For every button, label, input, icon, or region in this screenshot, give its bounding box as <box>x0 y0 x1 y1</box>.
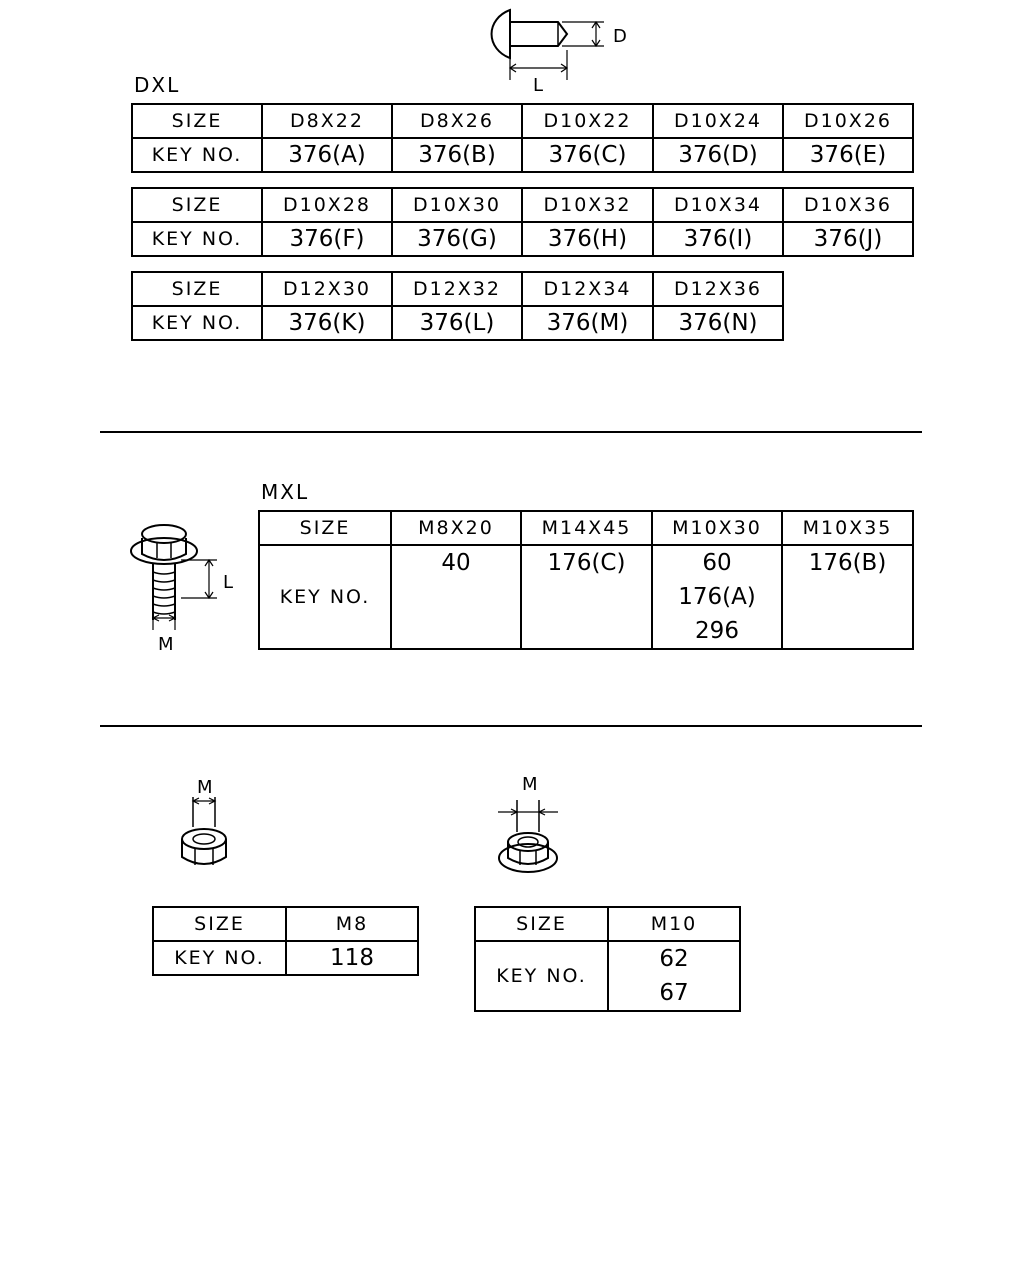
size-cell: M8 <box>285 906 419 942</box>
size-row: SIZE D12X30 D12X32 D12X34 D12X36 <box>131 271 784 307</box>
key-header: KEY NO. <box>152 940 287 976</box>
key-row: KEY NO. 376(K) 376(L) 376(M) 376(N) <box>131 305 784 341</box>
key-cell: 376(H) <box>521 221 654 257</box>
key-header: KEY NO. <box>131 137 263 173</box>
size-header: SIZE <box>131 187 263 223</box>
key-cell: 376(M) <box>521 305 654 341</box>
size-cell: D10X36 <box>782 187 914 223</box>
section-divider <box>100 725 922 727</box>
size-header: SIZE <box>131 271 263 307</box>
key-header: KEY NO. <box>474 940 609 1012</box>
key-cell: 376(E) <box>782 137 914 173</box>
size-cell: M10X30 <box>651 510 783 546</box>
key-cell: 376(B) <box>391 137 523 173</box>
dim-m-label: M <box>197 777 213 798</box>
key-header: KEY NO. <box>131 305 263 341</box>
key-cell: 376(F) <box>261 221 393 257</box>
size-cell: D8X26 <box>391 103 523 139</box>
size-cell: D10X34 <box>652 187 784 223</box>
key-cell: 176(B) <box>781 544 914 650</box>
key-value: 176(C) <box>547 550 626 576</box>
key-cell: 376(L) <box>391 305 523 341</box>
key-value: 60 <box>702 550 732 576</box>
size-row: SIZE M8X20 M14X45 M10X30 M10X35 <box>258 510 914 546</box>
key-cell: 118 <box>285 940 419 976</box>
mxl-label: MXL <box>261 480 310 504</box>
key-value: 176(A) <box>678 584 756 610</box>
rivet-pin-drawing: D L <box>490 8 627 96</box>
dxl-table-2: SIZE D10X28 D10X30 D10X32 D10X34 D10X36 … <box>131 187 914 257</box>
nut-m10-table: SIZE M10 KEY NO. 62 67 <box>474 906 741 1012</box>
size-row: SIZE D8X22 D8X26 D10X22 D10X24 D10X26 <box>131 103 914 139</box>
key-cell: 376(N) <box>652 305 784 341</box>
dxl-label: DXL <box>134 73 181 97</box>
key-row: KEY NO. 376(F) 376(G) 376(H) 376(I) 376(… <box>131 221 914 257</box>
size-cell: D10X30 <box>391 187 523 223</box>
key-cell: 376(A) <box>261 137 393 173</box>
section-divider <box>100 431 922 433</box>
size-cell: M8X20 <box>390 510 522 546</box>
size-row: SIZE D10X28 D10X30 D10X32 D10X34 D10X36 <box>131 187 914 223</box>
key-header: KEY NO. <box>131 221 263 257</box>
size-cell: D8X22 <box>261 103 393 139</box>
size-header: SIZE <box>474 906 609 942</box>
size-header: SIZE <box>152 906 287 942</box>
size-cell: M14X45 <box>520 510 653 546</box>
size-row: SIZE M8 <box>152 906 419 942</box>
key-header: KEY NO. <box>258 544 392 650</box>
key-row: KEY NO. 376(A) 376(B) 376(C) 376(D) 376(… <box>131 137 914 173</box>
size-cell: D12X34 <box>521 271 654 307</box>
size-cell: D12X30 <box>261 271 393 307</box>
key-value: 40 <box>441 550 471 576</box>
key-value: 176(B) <box>808 550 887 576</box>
size-cell: D10X22 <box>521 103 654 139</box>
size-cell: D10X24 <box>652 103 784 139</box>
hex-nut-drawing: M <box>181 777 227 865</box>
key-cell: 376(J) <box>782 221 914 257</box>
flange-bolt-drawing: L M <box>130 524 233 655</box>
mxl-table: SIZE M8X20 M14X45 M10X30 M10X35 KEY NO. … <box>258 510 914 650</box>
key-row: KEY NO. 40 176(C) 60 176(A) 296 176(B) <box>258 544 914 650</box>
dim-l-label: L <box>533 75 543 96</box>
dxl-table-1: SIZE D8X22 D8X26 D10X22 D10X24 D10X26 KE… <box>131 103 914 173</box>
key-cell: 376(K) <box>261 305 393 341</box>
key-cell: 376(I) <box>652 221 784 257</box>
key-cell: 40 <box>390 544 522 650</box>
dim-m-label: M <box>522 774 538 795</box>
key-cell: 62 67 <box>607 940 741 1012</box>
key-value: 62 <box>659 946 689 972</box>
size-cell: D10X32 <box>521 187 654 223</box>
key-cell: 376(G) <box>391 221 523 257</box>
size-header: SIZE <box>258 510 392 546</box>
key-cell: 176(C) <box>520 544 653 650</box>
key-row: KEY NO. 118 <box>152 940 419 976</box>
size-cell: M10 <box>607 906 741 942</box>
dim-l-label: L <box>223 572 233 593</box>
key-cell: 60 176(A) 296 <box>651 544 783 650</box>
size-cell: D12X32 <box>391 271 523 307</box>
size-row: SIZE M10 <box>474 906 741 942</box>
nut-m8-table: SIZE M8 KEY NO. 118 <box>152 906 419 976</box>
key-cell: 376(D) <box>652 137 784 173</box>
size-cell: D10X28 <box>261 187 393 223</box>
size-header: SIZE <box>131 103 263 139</box>
dxl-table-3: SIZE D12X30 D12X32 D12X34 D12X36 KEY NO.… <box>131 271 784 341</box>
flange-nut-drawing: M <box>498 774 558 873</box>
size-cell: M10X35 <box>781 510 914 546</box>
key-cell: 376(C) <box>521 137 654 173</box>
dim-m-label: M <box>158 634 174 655</box>
size-cell: D10X26 <box>782 103 914 139</box>
key-row: KEY NO. 62 67 <box>474 940 741 1012</box>
key-value: 67 <box>659 980 689 1006</box>
key-value: 296 <box>695 618 739 644</box>
dim-d-label: D <box>613 26 627 47</box>
size-cell: D12X36 <box>652 271 784 307</box>
